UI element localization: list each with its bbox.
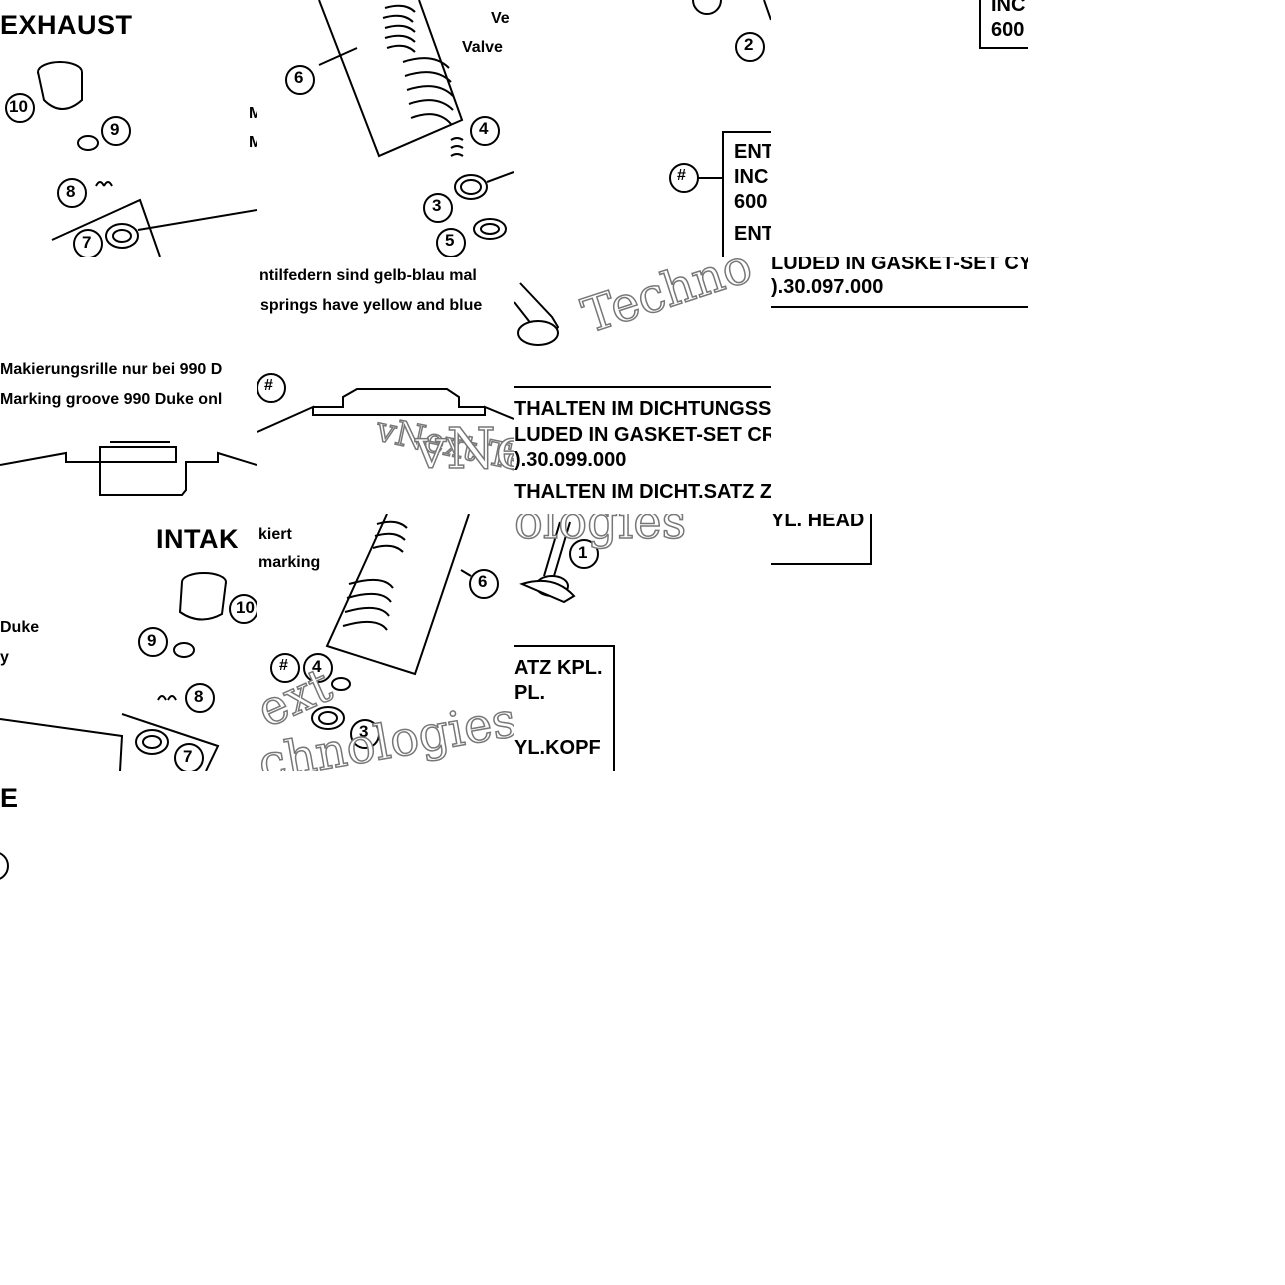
diagram-tile-intake-valve: 1 ologies ATZ KPL. PL. YL.KOPF	[514, 514, 771, 771]
callout-9: 9	[147, 631, 157, 650]
parts-box-line: ).30.099.000	[514, 449, 627, 471]
diagram-tile-intake-springs: kiert marking 6 # 4 3 ext chnologies	[257, 514, 514, 771]
diagram-tile-exhaust: EXHAUST 10 9 8 7 M M	[0, 0, 257, 257]
parts-box-line: INC	[734, 166, 769, 188]
exhaust-parts-drawing	[5, 61, 257, 257]
diagram-tile-parts-box-3: Techno THALTEN IM DICHTUNGSS LUDED IN GA…	[514, 257, 771, 514]
note-groove-de: Makierungsrille nur bei 990 D	[0, 361, 223, 378]
callout-8: 8	[194, 687, 204, 706]
parts-box-line: THALTEN IM DICHTUNGSS	[514, 398, 771, 420]
diagram-tile-springs-note: ntilfedern sind gelb-blau mal springs ha…	[257, 257, 514, 514]
note-fragment-m1: M	[249, 105, 257, 122]
intake-valve-drawing	[514, 521, 615, 771]
callout-7: 7	[82, 233, 92, 252]
note-fragment-marking: marking	[258, 554, 321, 571]
parts-box-line: INC	[991, 0, 1026, 16]
parts-box-line: THALTEN IM DICHT.SATZ Z	[514, 481, 771, 503]
callout-10: 10	[9, 97, 28, 116]
callout-9: 9	[110, 120, 120, 139]
section-heading-fragment: E	[0, 783, 19, 813]
note-fragment-kiert: kiert	[258, 526, 292, 543]
diagram-tile-parts-box-2: INC 600	[771, 0, 1028, 257]
parts-box-line: ).30.097.000	[771, 276, 884, 298]
callout-7: 7	[183, 747, 193, 766]
note-groove-en: Marking groove 990 Duke onl	[0, 391, 223, 408]
diagram-tile-intake: INTAK 10 9 8 7 Duke y	[0, 514, 257, 771]
diagram-tile-parts-box-5: YL. HEAD	[771, 514, 1028, 771]
intake-springs-drawing	[270, 514, 499, 749]
callout-fragment-drawing	[0, 852, 9, 880]
callout-hash: #	[264, 377, 273, 394]
callout-4: 4	[479, 119, 489, 138]
diagram-tile-groove: Makierungsrille nur bei 990 D Marking gr…	[0, 257, 257, 514]
valve-profile-drawing	[257, 373, 514, 433]
callout-4: 4	[312, 657, 322, 676]
callout-10: 10	[236, 598, 255, 617]
valve-head-profile-drawing	[0, 441, 257, 496]
parts-box-frame	[979, 0, 1028, 49]
note-fragment-ve: Ve	[491, 10, 510, 27]
parts-box-line: ENT	[734, 141, 771, 163]
diagram-tile-fragment: E	[0, 771, 257, 1028]
parts-box-line: LUDED IN GASKET-SET CY	[771, 257, 1028, 274]
parts-box-line: 600	[991, 19, 1025, 41]
springs-drawing	[285, 0, 514, 257]
exhaust-heading: EXHAUST	[0, 10, 133, 40]
callout-3: 3	[432, 196, 442, 215]
diagram-tile-parts-box-1: 2 # ENT INC 600 ENT	[514, 0, 771, 257]
watermark-text: vNe	[414, 416, 514, 483]
callout-hash: #	[279, 657, 288, 674]
diagram-tile-springs: 6 4 3 5 Ve Valve	[257, 0, 514, 257]
note-fragment-y: y	[0, 649, 9, 666]
parts-box-line: 600	[734, 191, 768, 213]
parts-box-line: ENT	[734, 223, 771, 245]
note-fragment-duke: Duke	[0, 619, 40, 636]
parts-box-line: YL.KOPF	[514, 737, 601, 759]
note-fragment-valve: Valve	[462, 39, 503, 56]
callout-2: 2	[744, 35, 754, 54]
callout-8: 8	[66, 182, 76, 201]
callout-6: 6	[294, 68, 304, 87]
callout-5: 5	[445, 231, 455, 250]
parts-box-frame	[771, 306, 1028, 308]
parts-box-frame	[771, 514, 872, 565]
callout-3: 3	[359, 722, 369, 741]
watermark-text: ologies	[514, 514, 687, 551]
intake-heading: INTAK	[156, 524, 239, 554]
parts-box-line: LUDED IN GASKET-SET CR	[514, 424, 771, 446]
intake-parts-drawing	[0, 572, 257, 771]
callout-1: 1	[578, 543, 588, 562]
note-springs-de: ntilfedern sind gelb-blau mal	[259, 267, 477, 284]
note-springs-en: springs have yellow and blue	[260, 297, 483, 314]
diagram-tile-parts-box-4: LUDED IN GASKET-SET CY ).30.097.000	[771, 257, 1028, 514]
parts-box-line: PL.	[514, 682, 546, 704]
callout-hash: #	[677, 167, 686, 184]
callout-6: 6	[478, 572, 488, 591]
note-fragment-m2: M	[249, 134, 257, 151]
parts-box-line: ATZ KPL.	[514, 657, 603, 679]
valve-stem-drawing	[514, 282, 771, 388]
parts-box-line: YL. HEAD	[771, 514, 865, 531]
parts-box-drawing	[669, 0, 771, 257]
